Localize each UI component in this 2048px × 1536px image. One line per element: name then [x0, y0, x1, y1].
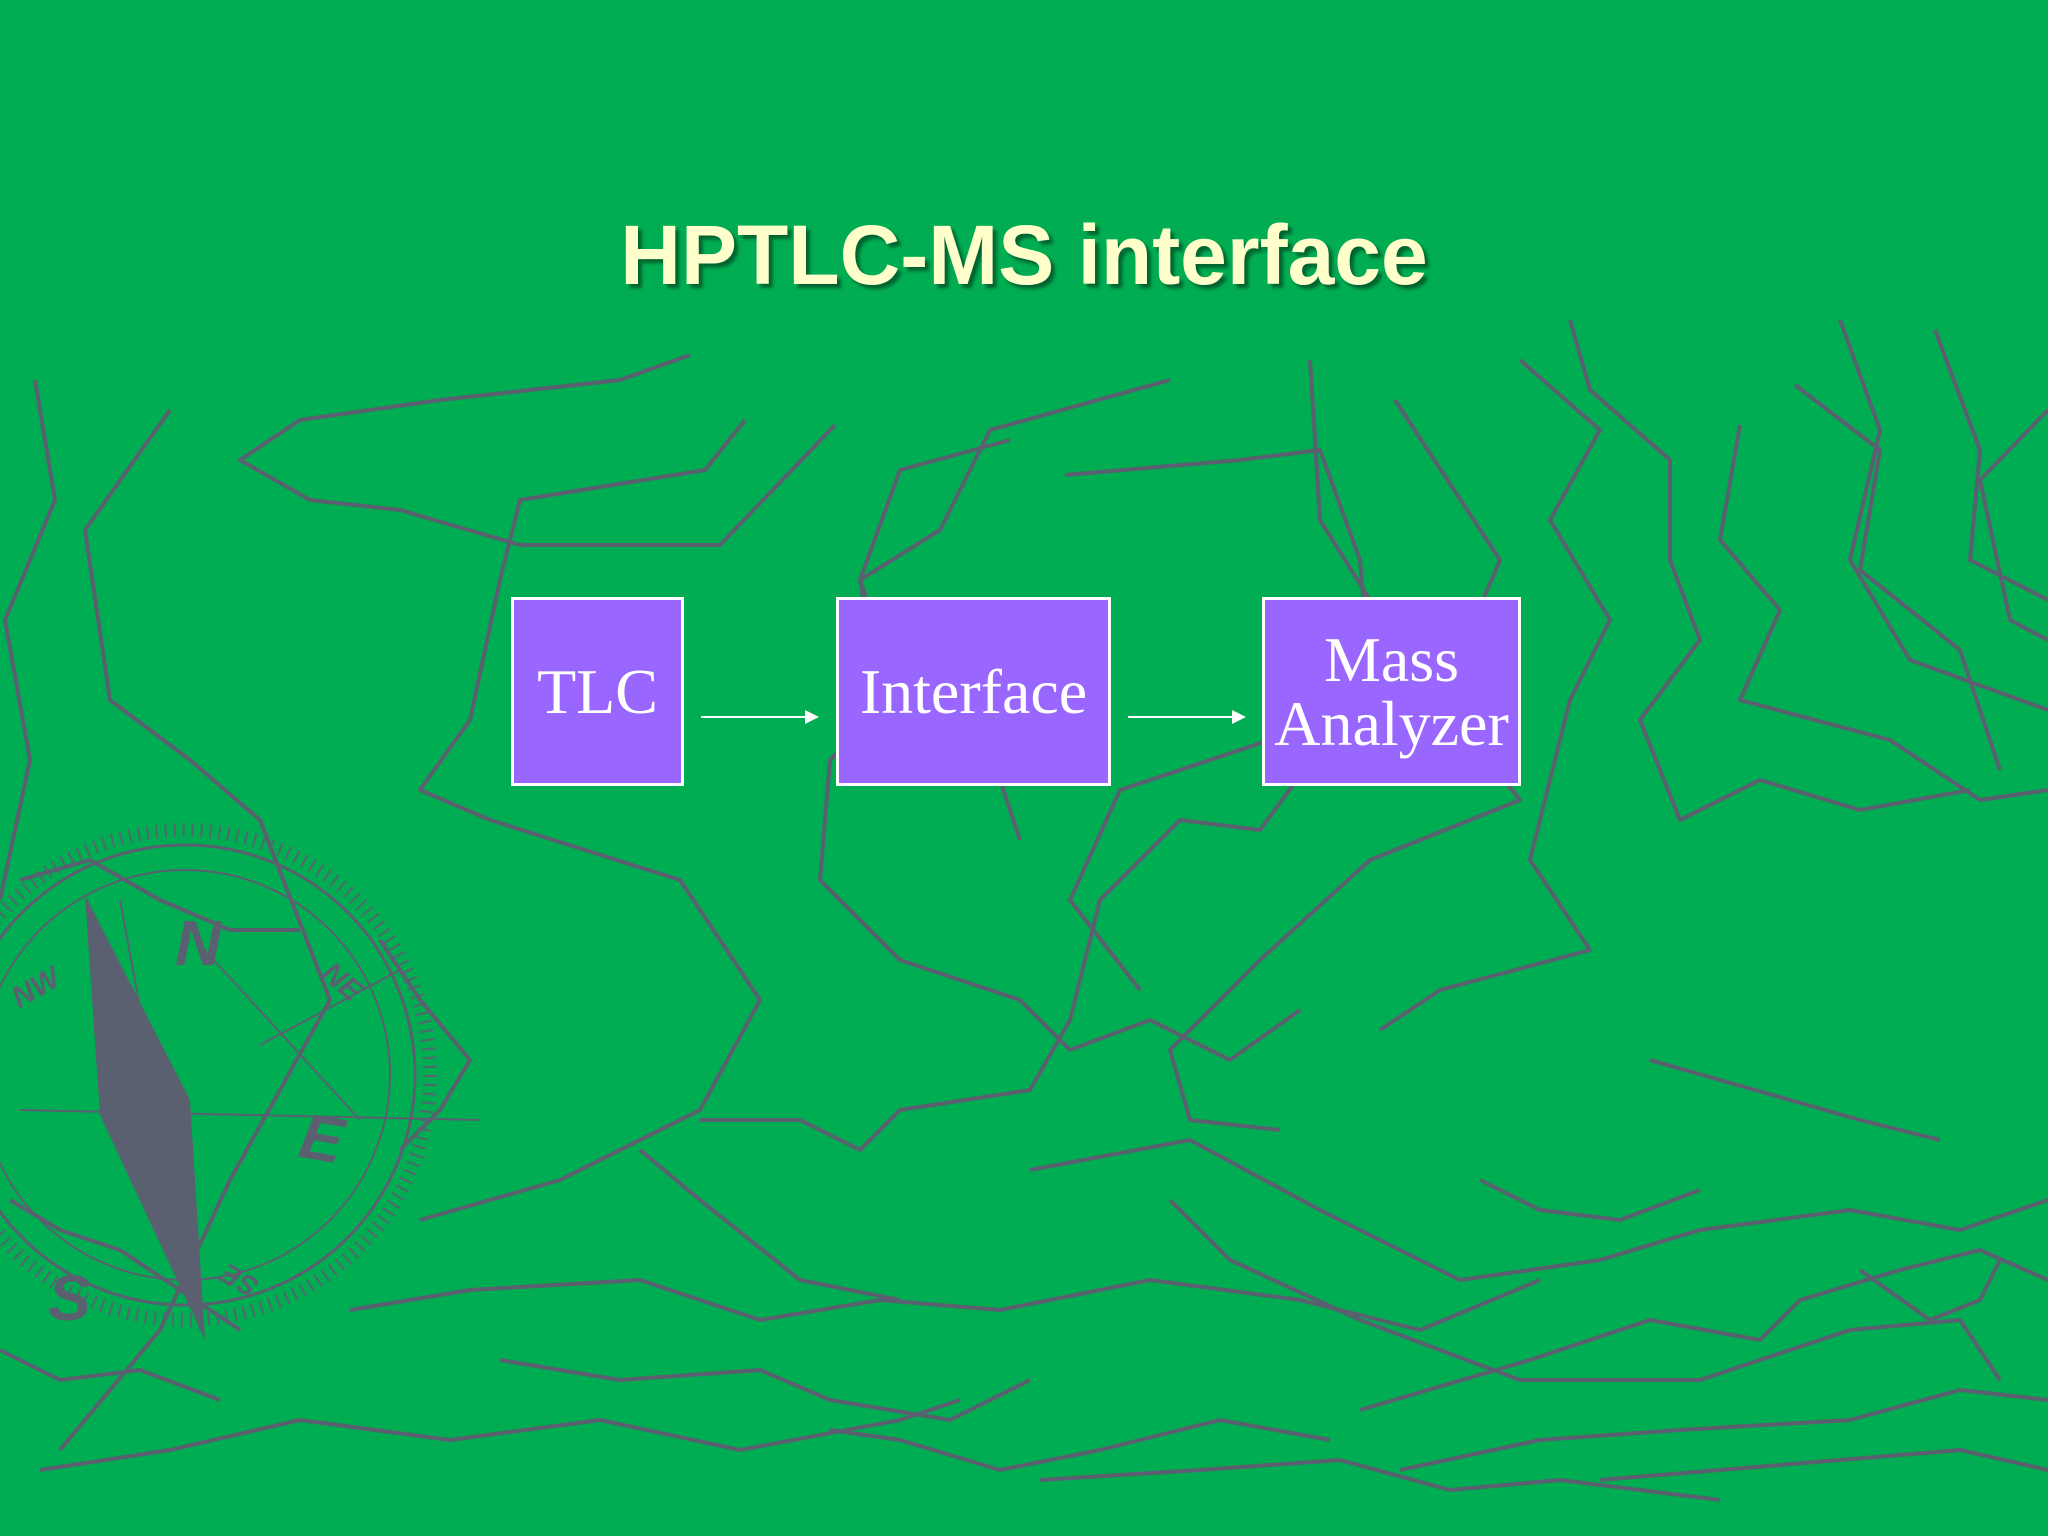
- mass-analyzer-label-line-2: Analyzer: [1274, 687, 1509, 759]
- contour-line: [1858, 1259, 2002, 1322]
- mass-analyzer-block: Mass Analyzer: [1262, 597, 1521, 786]
- contour-line: [638, 1148, 901, 1302]
- tlc-block: TLC: [511, 597, 684, 786]
- compass-label-n: N: [175, 907, 223, 979]
- arrow-interface-to-mass-analyzer: [1128, 710, 1246, 724]
- contour-line: [1029, 1138, 2048, 1282]
- compass-needle: [85, 895, 205, 1340]
- contour-line: [1039, 1458, 1721, 1502]
- contour-line: [1793, 383, 2002, 771]
- compass-label-s: S: [48, 1262, 91, 1334]
- contour-line: [1838, 319, 2048, 712]
- contour-line: [1168, 1198, 2002, 1382]
- compass-rose: N S E NW NE SE: [0, 823, 481, 1340]
- contour-line: [1933, 329, 2048, 602]
- interface-block: Interface: [836, 597, 1111, 786]
- contour-line: [8, 1198, 242, 1332]
- contour-line: [1568, 319, 1971, 822]
- contour-line: [378, 938, 472, 1152]
- contour-line: [1378, 358, 1612, 1032]
- contour-line: [700, 448, 1372, 1152]
- contour-line: [1399, 1388, 2048, 1472]
- compass-label-nw: NW: [6, 960, 68, 1015]
- contour-line: [1718, 424, 2048, 802]
- contour-line: [818, 378, 1302, 1062]
- contour-line: [1978, 408, 2048, 642]
- arrow-tlc-to-interface: [701, 710, 819, 724]
- compass-label-e: E: [294, 1099, 351, 1178]
- contour-line: [499, 1358, 1031, 1422]
- contour-lines: [0, 319, 2048, 1502]
- contour-line: [39, 1398, 961, 1472]
- compass-label-ne: NE: [315, 956, 369, 1009]
- contour-line: [1479, 1178, 1701, 1222]
- contour-line: [238, 353, 837, 547]
- tlc-block-label: TLC: [537, 655, 658, 727]
- contour-line: [0, 379, 57, 901]
- contour-line: [1649, 1058, 1941, 1142]
- contour-line: [418, 418, 762, 1222]
- contour-line: [1599, 1448, 2048, 1482]
- compass-label-se: SE: [214, 1257, 263, 1303]
- contour-line: [0, 1348, 221, 1402]
- contour-line: [19, 858, 300, 932]
- interface-block-label: Interface: [859, 655, 1088, 727]
- contour-line: [829, 1418, 1331, 1472]
- contour-line: [1359, 1248, 2048, 1412]
- slide-title: HPTLC-MS interface: [620, 208, 1428, 302]
- mass-analyzer-label-line-1: Mass: [1323, 623, 1460, 695]
- contour-line: [349, 1278, 1541, 1332]
